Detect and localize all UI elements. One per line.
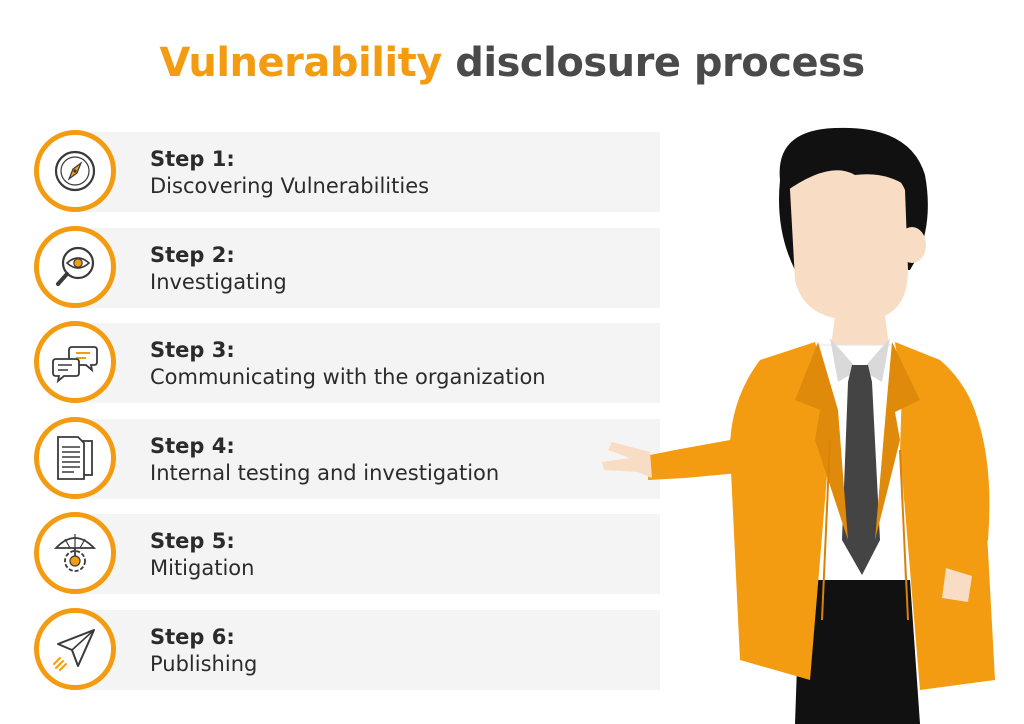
- step-bar: [76, 323, 660, 403]
- chat-bubbles-icon: [52, 346, 98, 384]
- magnifier-eye-icon: [56, 246, 95, 286]
- steps-list: Step 1: Discovering Vulnerabilities Step…: [34, 130, 660, 703]
- step-icon-circle: [34, 225, 116, 308]
- step-5: Step 5: Mitigation: [34, 512, 660, 596]
- step-bar: [76, 514, 660, 594]
- step-icon-circle: [34, 512, 116, 594]
- compass-icon: [54, 150, 96, 192]
- step-bar: [76, 132, 660, 212]
- document-icon: [57, 435, 93, 480]
- shield-gear-icon: [53, 534, 97, 572]
- step-6: Step 6: Publishing: [34, 607, 660, 692]
- step-icon-circle: [34, 416, 116, 499]
- step-description: Internal testing and investigation: [150, 460, 500, 485]
- step-icon-circle: [34, 130, 116, 212]
- step-description: Investigating: [150, 269, 287, 294]
- step-icon-circle: [34, 607, 116, 690]
- step-4: Step 4: Internal testing and investigati…: [34, 416, 660, 501]
- step-number: Step 3:: [150, 338, 235, 362]
- step-number: Step 5:: [150, 529, 235, 553]
- step-number: Step 4:: [150, 433, 235, 458]
- step-description: Discovering Vulnerabilities: [150, 174, 430, 198]
- step-text: Step 3: Communicating with the organizat…: [150, 337, 546, 391]
- step-number: Step 2:: [150, 242, 235, 267]
- step-description: Publishing: [150, 651, 258, 676]
- step-icon-circle: [34, 321, 116, 403]
- title-accent: Vulnerability: [159, 40, 442, 86]
- step-bar: [76, 227, 660, 308]
- step-text: Step 6: Publishing: [150, 624, 257, 678]
- step-bar: [76, 609, 660, 690]
- step-3: Step 3: Communicating with the organizat…: [34, 321, 660, 405]
- step-number: Step 6:: [150, 624, 235, 649]
- step-bar: [76, 418, 660, 499]
- step-description: Mitigation: [150, 556, 255, 580]
- step-text: Step 4: Internal testing and investigati…: [150, 433, 499, 487]
- step-2: Step 2: Investigating: [34, 225, 660, 310]
- page-title: Vulnerability disclosure process: [0, 40, 1024, 86]
- step-description: Communicating with the organization: [150, 365, 546, 389]
- paper-plane-icon: [53, 628, 95, 671]
- step-text: Step 5: Mitigation: [150, 528, 254, 582]
- step-number: Step 1:: [150, 147, 235, 171]
- step-text: Step 1: Discovering Vulnerabilities: [150, 146, 429, 200]
- title-rest: disclosure process: [455, 40, 865, 86]
- step-text: Step 2: Investigating: [150, 242, 287, 296]
- step-1: Step 1: Discovering Vulnerabilities: [34, 130, 660, 214]
- presenter-illustration: [602, 127, 995, 724]
